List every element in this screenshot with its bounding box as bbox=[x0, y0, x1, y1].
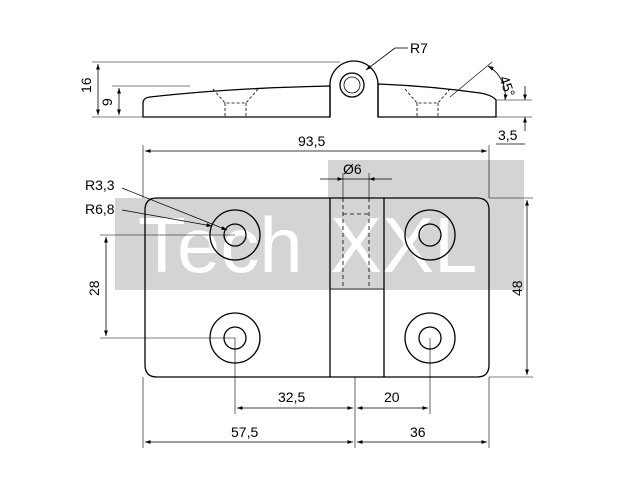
leader-r6-8 bbox=[121, 209, 213, 227]
dim-label-36: 36 bbox=[410, 424, 426, 440]
dim-label-57-5: 57,5 bbox=[231, 424, 258, 440]
side-pin-outer bbox=[339, 72, 365, 98]
angle-arc-45 bbox=[487, 65, 508, 101]
dim-label-45deg: 45° bbox=[496, 74, 518, 99]
side-countersink-right bbox=[404, 88, 451, 104]
dim-label-r3-3: R3,3 bbox=[85, 177, 115, 193]
dim-label-28: 28 bbox=[86, 280, 102, 296]
dim-label-r7: R7 bbox=[410, 40, 428, 56]
dim-label-3-5: 3,5 bbox=[498, 127, 518, 143]
side-view: 16 9 R7 45° 3,5 bbox=[78, 40, 532, 145]
hole-top-right bbox=[404, 209, 456, 261]
watermark-text-left: Tech bbox=[138, 201, 303, 289]
dim-label-93-5: 93,5 bbox=[298, 133, 325, 149]
dim-label-r6-8: R6,8 bbox=[85, 201, 115, 217]
leader-r7 bbox=[365, 47, 396, 71]
plate-outline bbox=[144, 197, 490, 378]
side-leaf-right bbox=[377, 83, 497, 118]
dim-label-d6: Ø6 bbox=[343, 161, 362, 177]
dim-label-20: 20 bbox=[384, 389, 400, 405]
side-leaf-left bbox=[142, 85, 331, 118]
side-pin-inner bbox=[343, 76, 361, 94]
dim-label-48: 48 bbox=[509, 280, 525, 296]
leader-r3-3 bbox=[121, 187, 228, 231]
dim-label-32-5: 32,5 bbox=[278, 389, 305, 405]
top-view: 93,5 Ø6 R3,3 R6,8 28 48 32,5 20 bbox=[85, 133, 533, 448]
watermark-panel-left bbox=[115, 198, 333, 290]
side-knuckle bbox=[329, 60, 379, 117]
dim-label-9: 9 bbox=[99, 98, 115, 106]
dim-label-16: 16 bbox=[78, 77, 94, 93]
angle-line bbox=[449, 61, 493, 98]
watermark: Tech XXL bbox=[115, 160, 524, 290]
